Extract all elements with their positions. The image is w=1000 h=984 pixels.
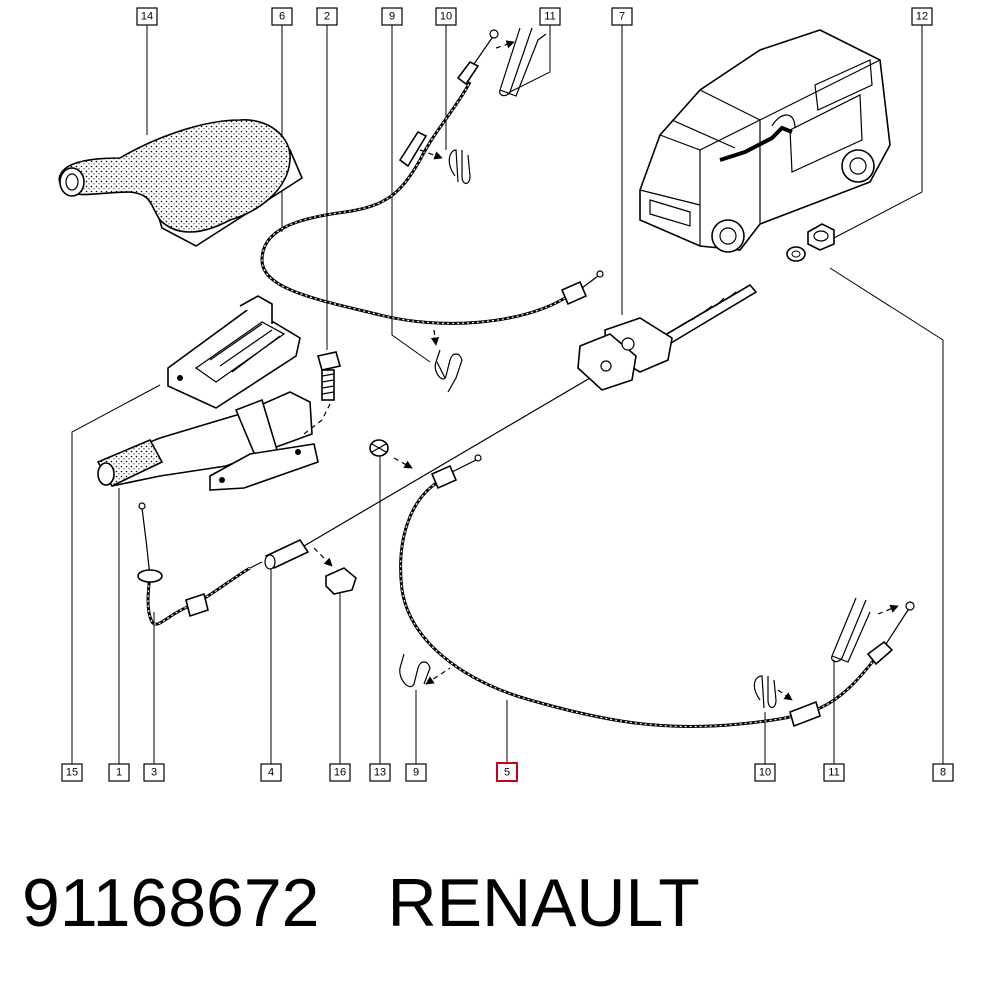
svg-text:4: 4	[268, 767, 274, 779]
callout-16: 16	[329, 763, 351, 782]
callout-4: 4	[260, 763, 282, 782]
lever-bracket	[167, 295, 301, 409]
leader-lines	[71, 24, 944, 765]
svg-text:15: 15	[66, 767, 78, 779]
adjuster-washer	[786, 246, 806, 262]
cable-clip-bottom	[399, 653, 451, 688]
retaining-spring-bottom	[831, 597, 899, 663]
callout-15: 15	[61, 763, 83, 782]
handbrake-lever	[96, 391, 331, 491]
svg-text:7: 7	[619, 11, 625, 23]
svg-text:11: 11	[544, 11, 555, 23]
mounting-bolt	[316, 351, 342, 401]
cable-connector	[264, 377, 591, 570]
callout-6: 6	[271, 7, 293, 26]
callout-11-bottom: 11	[823, 763, 845, 782]
svg-text:13: 13	[374, 767, 386, 779]
primary-cable	[137, 502, 263, 626]
callout-10-top: 10	[435, 7, 457, 26]
svg-text:9: 9	[413, 767, 419, 779]
spring-clip-bottom	[753, 675, 793, 709]
callout-9-bottom: 9	[405, 763, 427, 782]
svg-text:11: 11	[828, 767, 839, 779]
callout-2: 2	[316, 7, 338, 26]
adjuster-nut	[807, 223, 835, 251]
retaining-spring-top	[499, 27, 547, 97]
connector-clip	[313, 547, 357, 595]
part-number: 91168672	[22, 865, 320, 941]
svg-text:2: 2	[324, 11, 330, 23]
secondary-cable-lower	[399, 454, 915, 728]
svg-text:12: 12	[916, 11, 928, 23]
callout-3: 3	[143, 763, 165, 782]
callout-8: 8	[932, 763, 954, 782]
callout-7: 7	[611, 7, 633, 26]
svg-text:10: 10	[759, 767, 771, 779]
handbrake-boot	[58, 119, 304, 247]
van-illustration	[639, 29, 891, 253]
svg-text:14: 14	[141, 11, 153, 23]
brand-name: RENAULT	[387, 865, 700, 941]
callout-12: 12	[911, 7, 933, 26]
svg-text:3: 3	[151, 767, 157, 779]
cable-grommet	[369, 439, 413, 469]
callout-9-top: 9	[381, 7, 403, 26]
cable-equalizer	[577, 283, 758, 391]
svg-text:6: 6	[279, 11, 285, 23]
callout-13: 13	[369, 763, 391, 782]
svg-text:5: 5	[504, 767, 510, 779]
svg-text:10: 10	[440, 11, 452, 23]
svg-text:1: 1	[116, 767, 122, 779]
callout-5: 5	[496, 762, 518, 782]
svg-text:9: 9	[389, 11, 395, 23]
svg-text:16: 16	[334, 767, 346, 779]
cable-clip-top	[434, 349, 463, 393]
svg-text:8: 8	[940, 767, 946, 779]
callout-1: 1	[108, 763, 130, 782]
callout-11-top: 11	[539, 7, 561, 26]
part-caption: 91168672 RENAULT	[22, 858, 700, 948]
spring-clip-top	[448, 149, 471, 185]
callout-10-bottom: 10	[754, 763, 776, 782]
callout-14: 14	[136, 7, 158, 26]
assembly-arrows-top	[419, 40, 515, 346]
secondary-cable-upper	[260, 29, 604, 325]
